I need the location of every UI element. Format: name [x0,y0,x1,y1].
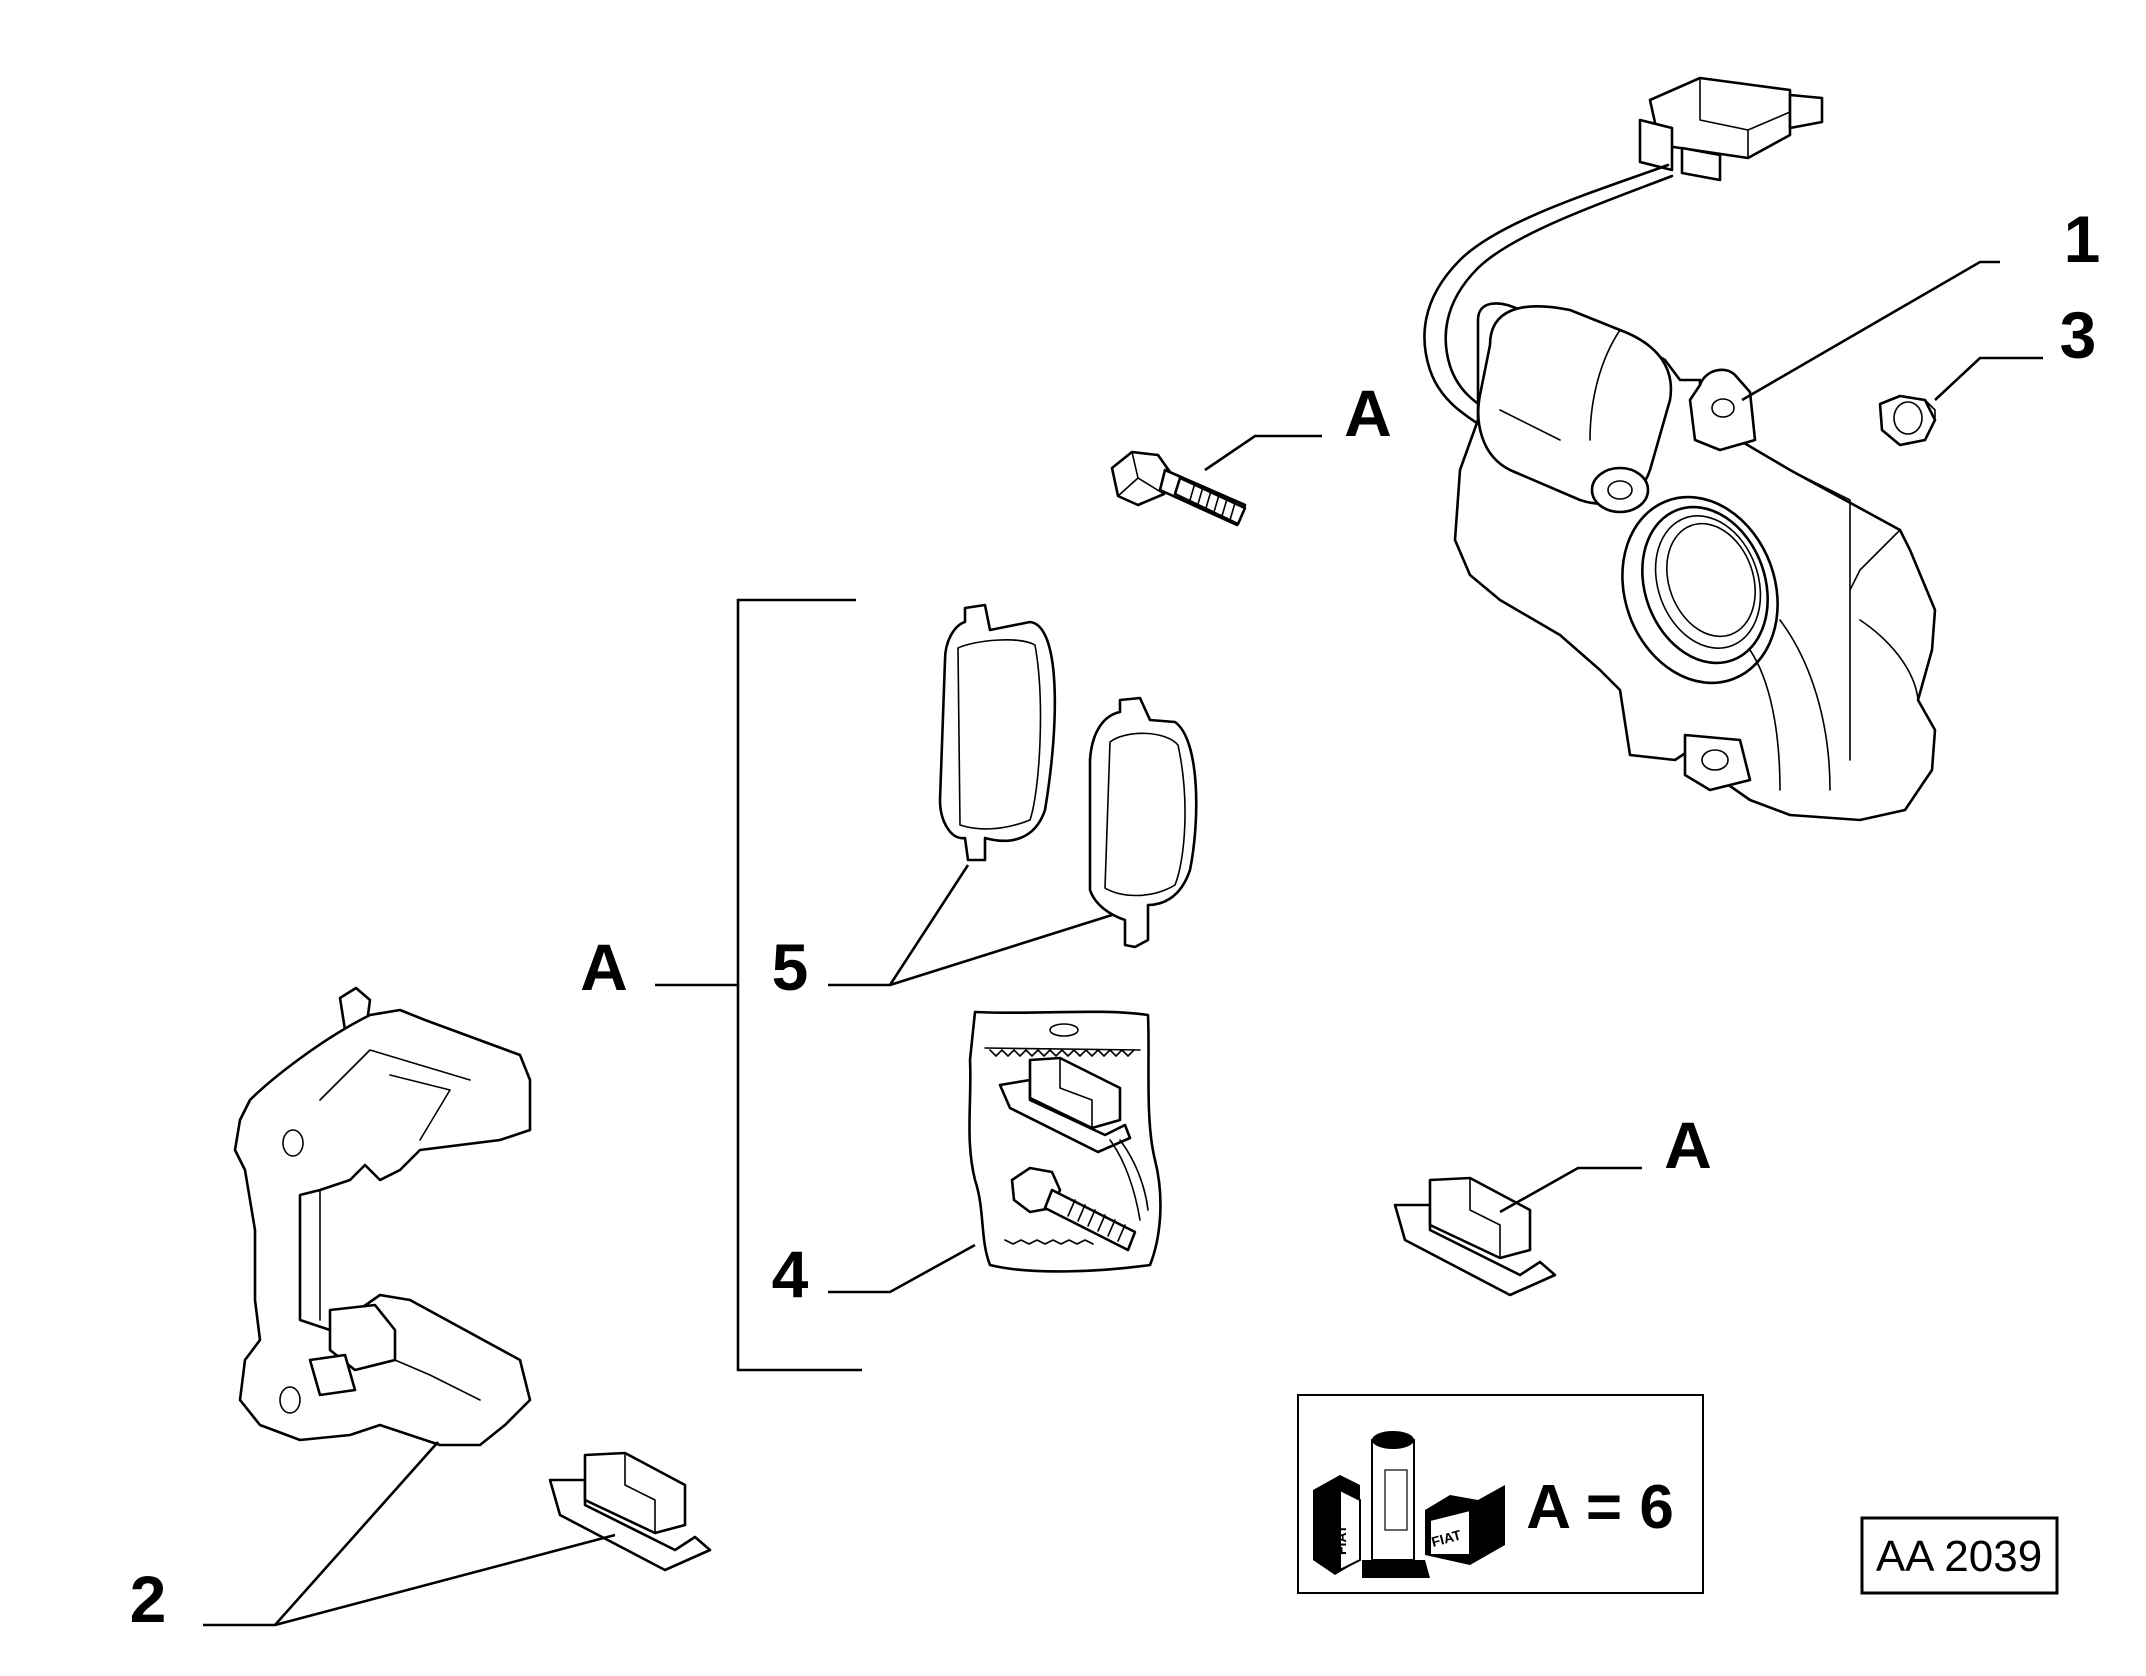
callout-kit-a-group: A [580,930,628,1004]
brake-caliper-drawing [1423,76,1937,822]
hardware-bag-drawing [968,1010,1162,1273]
guide-bolt-drawing [1110,450,1247,527]
bleed-plug-drawing [1878,394,1937,447]
spring-clip-right [1393,1176,1557,1297]
callout-part-5: 5 [772,930,809,1004]
sensor-cable [1423,163,1670,427]
kit-quantity-box: FIAT FIAT A = 6 [1297,1394,1704,1594]
brake-pad-inner [938,603,1057,862]
fiat-parts-icon: FIAT FIAT [1313,1431,1505,1578]
reference-code-box: AA 2039 [1860,1516,2059,1595]
callout-part-2: 2 [130,1562,167,1636]
callout-part-4: 4 [772,1237,809,1311]
callout-kit-a-clip: A [1664,1108,1712,1182]
spring-clip-left [548,1451,712,1572]
brake-pad-outer [1088,696,1198,949]
kit-quantity-text: A = 6 [1526,1473,1674,1542]
brand-mark-left: FIAT [1333,1524,1349,1555]
caliper-body [1453,302,1937,822]
callout-kit-a-bolt: A [1344,376,1392,450]
callout-part-3: 3 [2060,298,2097,372]
leader-lines [203,260,2043,1627]
sensor-connector [1638,76,1824,182]
brand-mark-right: FIAT [1430,1527,1464,1550]
caliper-bracket-drawing [233,986,532,1447]
reference-code-text: AA 2039 [1876,1532,2042,1581]
callout-part-1: 1 [2064,202,2101,276]
